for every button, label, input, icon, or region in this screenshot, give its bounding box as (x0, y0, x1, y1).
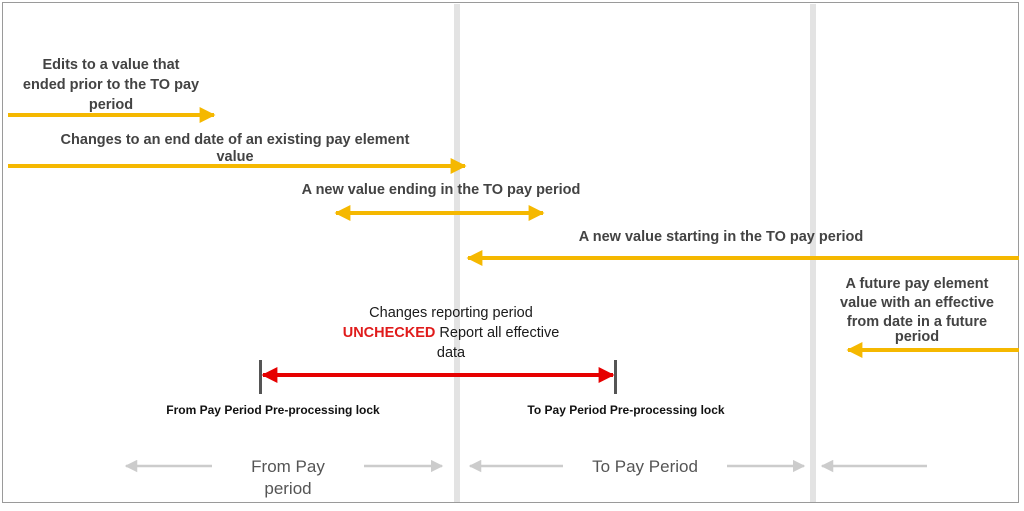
future-value-label: A future pay element value with an effec… (840, 275, 994, 347)
future-value-line-2: value with an effective (840, 295, 994, 311)
to-lock-label: To Pay Period Pre-processing lock (527, 403, 725, 417)
new-value-ending-label: A new value ending in the TO pay period (301, 182, 581, 198)
edits-prior-line-1: Edits to a value that (42, 57, 180, 73)
from-pay-period-line-2: period (264, 479, 312, 498)
from-pay-period-line-1: From Pay (251, 457, 325, 476)
end-date-change-line-1: Changes to an end date of an existing pa… (60, 132, 410, 148)
future-value-line-1: A future pay element (845, 276, 989, 292)
reporting-period-line-2: UNCHECKED Report all effective (343, 323, 560, 343)
from-pay-period-label: From Pay period (251, 456, 325, 500)
future-value-line-3: from date in a future (846, 314, 988, 330)
from-lock-bar (259, 360, 262, 394)
period-divider-left (454, 4, 460, 502)
edits-prior-line-3: period (88, 97, 134, 113)
end-date-change-line-2: value (216, 149, 254, 165)
reporting-period-data: data (436, 345, 466, 361)
end-date-change-label: Changes to an end date of an existing pa… (61, 130, 410, 167)
unchecked-badge: UNCHECKED (342, 325, 436, 341)
new-value-starting-label: A new value starting in the TO pay perio… (578, 229, 864, 245)
reporting-period-rest: Report all effective (439, 325, 560, 341)
period-divider-right (810, 4, 816, 502)
to-lock-bar (614, 360, 617, 394)
reporting-period-label: Changes reporting period UNCHECKED Repor… (343, 303, 560, 363)
reporting-period-title: Changes reporting period (369, 305, 533, 321)
edits-prior-line-2: ended prior to the TO pay (22, 77, 200, 93)
diagram-frame (2, 2, 1019, 503)
from-lock-label: From Pay Period Pre-processing lock (166, 403, 380, 417)
to-pay-period-label: To Pay Period (592, 457, 698, 476)
edits-prior-label: Edits to a value that ended prior to the… (23, 55, 199, 115)
future-value-line-4: period (894, 329, 940, 345)
